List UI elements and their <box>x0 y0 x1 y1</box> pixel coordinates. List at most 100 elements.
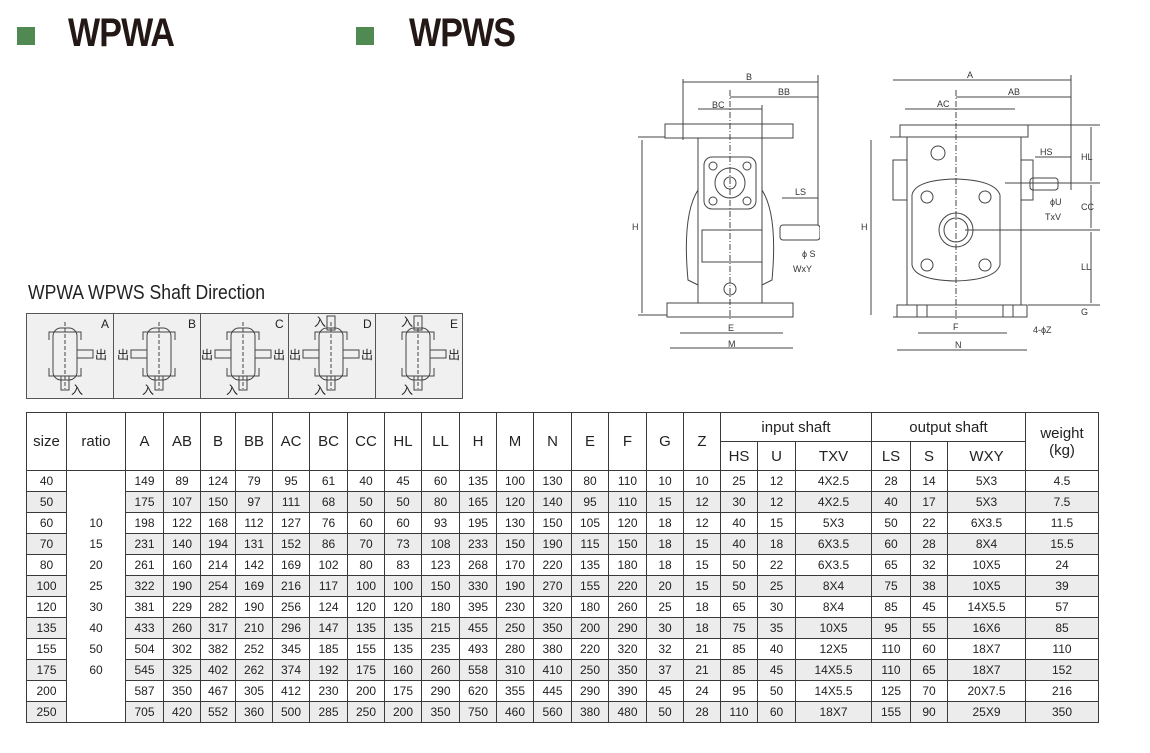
value-cell: 355 <box>496 680 534 702</box>
size-cell: 40 <box>26 470 67 492</box>
value-cell: 12X5 <box>795 638 872 660</box>
value-cell: 11.5 <box>1025 512 1099 534</box>
value-cell: 22 <box>757 554 796 576</box>
value-cell: 280 <box>496 638 534 660</box>
header-ls: LS <box>871 441 911 471</box>
value-cell: 60 <box>384 512 422 534</box>
value-cell: 233 <box>459 533 497 555</box>
value-cell: 131 <box>235 533 273 555</box>
value-cell: 95 <box>272 470 310 492</box>
value-cell: 380 <box>571 701 609 723</box>
value-cell: 12 <box>683 491 721 513</box>
header-bb: BB <box>235 412 273 471</box>
value-cell: 50 <box>720 554 758 576</box>
input-label: 入 <box>314 383 326 397</box>
value-cell: 140 <box>533 491 572 513</box>
dim-label-txv: TxV <box>1045 212 1061 222</box>
value-cell: 110 <box>871 659 911 681</box>
value-cell: 50 <box>871 512 911 534</box>
value-cell: 45 <box>757 659 796 681</box>
value-cell: 6X3.5 <box>947 512 1026 534</box>
value-cell: 192 <box>309 659 348 681</box>
value-cell: 420 <box>163 701 201 723</box>
value-cell: 5X3 <box>947 470 1026 492</box>
value-cell: 150 <box>608 533 647 555</box>
title-wpwa: WPWA <box>68 11 175 55</box>
value-cell: 120 <box>608 512 647 534</box>
value-cell: 124 <box>200 470 236 492</box>
value-cell: 330 <box>459 575 497 597</box>
value-cell: 135 <box>459 470 497 492</box>
value-cell: 230 <box>496 596 534 618</box>
header-output-shaft: output shaft <box>871 412 1026 442</box>
value-cell: 95 <box>871 617 911 639</box>
output-label: 出 <box>273 348 285 362</box>
value-cell: 21 <box>683 638 721 660</box>
value-cell: 65 <box>910 659 948 681</box>
value-cell: 39 <box>1025 575 1099 597</box>
input-label: 入 <box>401 315 413 329</box>
value-cell: 230 <box>309 680 348 702</box>
value-cell: 18 <box>683 596 721 618</box>
value-cell: 127 <box>272 512 310 534</box>
value-cell: 268 <box>459 554 497 576</box>
header-weight-unit: (kg) <box>1049 441 1075 459</box>
value-cell: 30 <box>757 596 796 618</box>
value-cell: 120 <box>384 596 422 618</box>
value-cell: 22 <box>910 512 948 534</box>
value-cell: 32 <box>910 554 948 576</box>
dim-label-b: B <box>746 72 752 82</box>
output-label: 出 <box>201 348 213 362</box>
header-input-shaft: input shaft <box>720 412 872 442</box>
value-cell: 381 <box>125 596 164 618</box>
value-cell: 390 <box>608 680 647 702</box>
value-cell: 220 <box>608 575 647 597</box>
header-weight: weight(kg) <box>1025 412 1099 471</box>
value-cell: 20X7.5 <box>947 680 1026 702</box>
output-label: 出 <box>448 348 460 362</box>
value-cell: 558 <box>459 659 497 681</box>
value-cell: 135 <box>384 617 422 639</box>
value-cell: 85 <box>720 659 758 681</box>
value-cell: 168 <box>200 512 236 534</box>
value-cell: 76 <box>309 512 348 534</box>
header-b: B <box>200 412 236 471</box>
value-cell: 24 <box>1025 554 1099 576</box>
value-cell: 135 <box>384 638 422 660</box>
dim-label-m: M <box>728 339 736 349</box>
value-cell: 30 <box>646 617 684 639</box>
value-cell: 216 <box>1025 680 1099 702</box>
value-cell: 60 <box>757 701 796 723</box>
value-cell: 500 <box>272 701 310 723</box>
value-cell: 8X4 <box>795 596 872 618</box>
value-cell: 120 <box>347 596 385 618</box>
value-cell: 123 <box>421 554 460 576</box>
value-cell: 545 <box>125 659 164 681</box>
value-cell: 95 <box>720 680 758 702</box>
value-cell: 10 <box>683 470 721 492</box>
value-cell: 40 <box>720 512 758 534</box>
value-cell: 262 <box>235 659 273 681</box>
value-cell: 374 <box>272 659 310 681</box>
value-cell: 620 <box>459 680 497 702</box>
value-cell: 18X7 <box>795 701 872 723</box>
dim-label-e: E <box>728 323 734 333</box>
value-cell: 18 <box>646 533 684 555</box>
gearbox-schematic-icon: A出入 <box>48 317 109 397</box>
value-cell: 256 <box>272 596 310 618</box>
value-cell: 45 <box>384 470 422 492</box>
variant-label: C <box>275 317 284 331</box>
variant-label: A <box>101 317 109 331</box>
value-cell: 350 <box>1025 701 1099 723</box>
value-cell: 111 <box>272 491 310 513</box>
dim-label-cc: CC <box>1081 202 1094 212</box>
header-cc: CC <box>347 412 385 471</box>
dim-label-ac: AC <box>937 99 950 109</box>
value-cell: 45 <box>646 680 684 702</box>
value-cell: 120 <box>496 491 534 513</box>
